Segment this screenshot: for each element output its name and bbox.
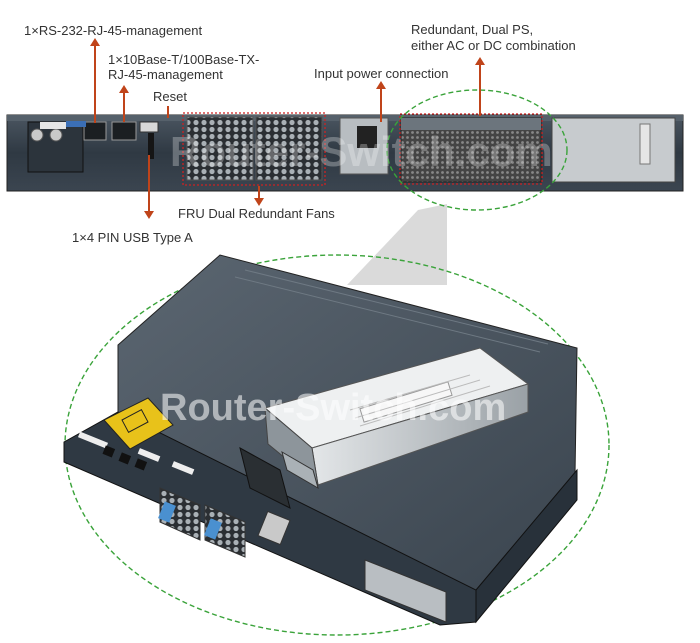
arrow-usb [144,155,154,219]
arrow-dual-ps [475,57,485,116]
label-fans: FRU Dual Redundant Fans [178,206,335,221]
arrow-ethernet [119,85,129,122]
arrow-reset-line [167,106,169,118]
switch-angled-photo [63,254,578,626]
rear-panel [6,112,684,192]
watermark-bottom: Router-Switch.com [160,387,506,429]
arrow-input-power [376,81,386,122]
label-rs232: 1×RS-232-RJ-45-management [24,23,203,38]
label-ethernet-line1: 1×10Base-T/100Base-TX- [108,52,260,67]
arrow-fans [254,186,264,206]
label-ethernet-line2: RJ-45-management [108,67,223,82]
watermark-top: Router-Switch.com [170,128,553,175]
label-usb: 1×4 PIN USB Type A [72,230,193,245]
label-dual-ps-line1: Redundant, Dual PS, [411,22,534,37]
psu-highlight-ellipse [386,89,568,211]
arrow-rs232 [90,38,100,123]
label-reset: Reset [153,89,187,104]
label-dual-ps-line2: either AC or DC combination [411,38,576,53]
label-input-power: Input power connection [314,66,449,81]
zoom-connector [347,204,447,285]
